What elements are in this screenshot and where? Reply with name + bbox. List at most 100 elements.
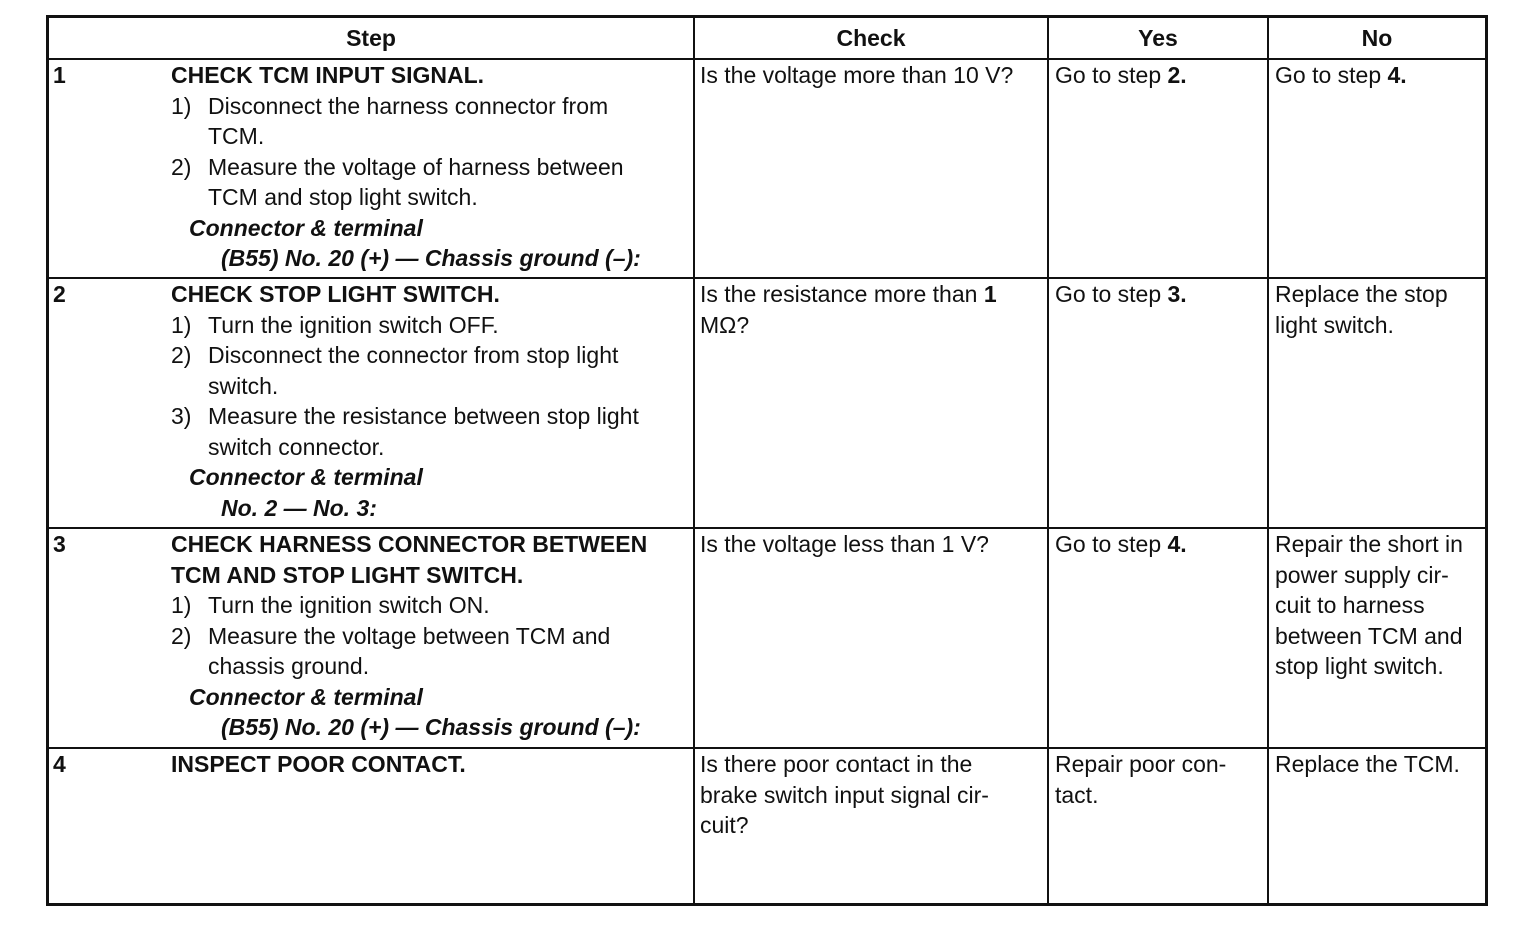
sub-step-number: 2) bbox=[171, 342, 192, 368]
no-text: Go to step bbox=[1275, 62, 1388, 88]
sub-step-line: chassis ground. bbox=[208, 653, 370, 679]
step-title: CHECK HARNESS CONNECTOR BETWEEN bbox=[171, 531, 648, 557]
step-number: 4 bbox=[53, 751, 66, 777]
sub-step: 3) Measure the resistance between stop l… bbox=[171, 401, 639, 462]
sub-step-number: 1) bbox=[171, 592, 192, 618]
header-no: No bbox=[1361, 25, 1393, 51]
step-number: 1 bbox=[53, 62, 66, 88]
check-value: 1 bbox=[983, 281, 997, 307]
yes-action: Go to step 4. bbox=[1055, 529, 1187, 560]
sub-step: 1) Turn the ignition switch OFF. bbox=[171, 310, 639, 341]
yes-text: Go to step bbox=[1055, 531, 1168, 557]
no-line: light switch. bbox=[1275, 311, 1394, 338]
sub-step-number: 1) bbox=[171, 311, 192, 338]
yes-action: Go to step 3. bbox=[1055, 279, 1187, 310]
no-line: Repair the short in bbox=[1275, 531, 1463, 557]
header-step: Step bbox=[346, 25, 396, 51]
check-line: Is there poor contact in the bbox=[700, 751, 973, 777]
sub-step-text: Measure the voltage of harness between T… bbox=[208, 152, 641, 213]
connector-label: Connector & terminal bbox=[189, 464, 423, 490]
check-text: Is the resistance more than bbox=[700, 281, 984, 307]
yes-text: Go to step bbox=[1055, 281, 1168, 307]
sub-step-number: 2) bbox=[171, 153, 192, 180]
connector-value: (B55) No. 20 (+) — Chassis ground (–): bbox=[221, 245, 641, 271]
column-divider bbox=[1267, 18, 1269, 903]
no-line: cuit to harness bbox=[1275, 592, 1425, 618]
step-title: CHECK STOP LIGHT SWITCH. bbox=[171, 281, 500, 307]
check-question: Is the resistance more than 1 MΩ? bbox=[700, 279, 997, 340]
no-action: Go to step 4. bbox=[1275, 60, 1407, 91]
header-yes: Yes bbox=[1138, 25, 1178, 51]
sub-step: 2) Disconnect the connector from stop li… bbox=[171, 340, 639, 401]
yes-action: Go to step 2. bbox=[1055, 60, 1187, 91]
row-divider bbox=[49, 277, 1485, 279]
header-divider bbox=[49, 58, 1485, 60]
no-line: Replace the TCM. bbox=[1275, 751, 1460, 777]
no-line: between TCM and bbox=[1275, 622, 1463, 649]
yes-step-ref: 2. bbox=[1167, 62, 1187, 88]
step-procedure: CHECK TCM INPUT SIGNAL. 1) Disconnect th… bbox=[171, 60, 641, 274]
column-divider bbox=[693, 18, 695, 903]
step-procedure: INSPECT POOR CONTACT. bbox=[171, 749, 466, 780]
no-action: Repair the short in power supply cir- cu… bbox=[1275, 529, 1463, 682]
no-line: Replace the stop bbox=[1275, 281, 1448, 307]
sub-step-text: Disconnect the connector from stop light… bbox=[208, 340, 639, 401]
sub-step-line: TCM. bbox=[208, 123, 265, 149]
sub-step-line: Measure the voltage between TCM and bbox=[208, 622, 611, 649]
sub-step-line: Disconnect the connector from stop light bbox=[208, 342, 619, 368]
row-divider bbox=[49, 747, 1485, 749]
sub-step-line: TCM and stop light switch. bbox=[208, 184, 478, 210]
sub-step-line: Measure the resistance between stop ligh… bbox=[208, 403, 639, 429]
check-line: cuit? bbox=[700, 812, 749, 838]
sub-step: 2) Measure the voltage of harness betwee… bbox=[171, 152, 641, 213]
check-line: brake switch input signal cir- bbox=[700, 781, 989, 808]
sub-step-line: switch connector. bbox=[208, 433, 385, 460]
check-line: MΩ? bbox=[700, 311, 750, 338]
sub-step-line: Turn the ignition switch ON. bbox=[208, 592, 490, 618]
check-line: Is the resistance more than 1 bbox=[700, 279, 997, 310]
yes-line: Repair poor con- bbox=[1055, 751, 1227, 777]
no-line: power supply cir- bbox=[1275, 561, 1449, 588]
no-action: Replace the stop light switch. bbox=[1275, 279, 1448, 340]
connector-value: No. 2 — No. 3: bbox=[221, 494, 377, 521]
check-line: Is the voltage less than 1 V? bbox=[700, 531, 989, 557]
yes-step-ref: 4. bbox=[1167, 531, 1187, 557]
sub-step-number: 2) bbox=[171, 622, 192, 649]
column-divider bbox=[1047, 18, 1049, 903]
step-title: CHECK TCM INPUT SIGNAL. bbox=[171, 62, 485, 88]
check-question: Is there poor contact in the brake switc… bbox=[700, 749, 989, 841]
step-title: TCM AND STOP LIGHT SWITCH. bbox=[171, 561, 524, 588]
step-procedure: CHECK STOP LIGHT SWITCH. 1) Turn the ign… bbox=[171, 279, 639, 523]
check-line: Is the voltage more than 10 V? bbox=[700, 62, 1014, 88]
step-procedure: CHECK HARNESS CONNECTOR BETWEEN TCM AND … bbox=[171, 529, 647, 743]
step-number: 3 bbox=[53, 531, 66, 557]
sub-step-text: Turn the ignition switch OFF. bbox=[208, 310, 639, 341]
sub-step-line: Turn the ignition switch OFF. bbox=[208, 311, 499, 338]
step-title: INSPECT POOR CONTACT. bbox=[171, 751, 466, 777]
yes-action: Repair poor con- tact. bbox=[1055, 749, 1226, 810]
no-line: stop light switch. bbox=[1275, 653, 1444, 679]
step-number: 2 bbox=[53, 281, 66, 307]
sub-step: 1) Disconnect the harness connector from… bbox=[171, 91, 641, 152]
sub-step-number: 1) bbox=[171, 92, 192, 119]
diagnostic-table: Step Check Yes No 1 CHECK TCM INPUT SIGN… bbox=[46, 15, 1488, 906]
connector-label: Connector & terminal bbox=[189, 214, 423, 241]
check-question: Is the voltage more than 10 V? bbox=[700, 60, 1013, 91]
row-divider bbox=[49, 527, 1485, 529]
sub-step-line: Measure the voltage of harness between bbox=[208, 153, 624, 180]
sub-step-number: 3) bbox=[171, 403, 192, 429]
connector-value: (B55) No. 20 (+) — Chassis ground (–): bbox=[221, 714, 641, 740]
sub-step: 1) Turn the ignition switch ON. bbox=[171, 590, 647, 621]
sub-step-text: Measure the voltage between TCM and chas… bbox=[208, 621, 647, 682]
yes-step-ref: 3. bbox=[1167, 281, 1187, 307]
sub-step-text: Turn the ignition switch ON. bbox=[208, 590, 647, 621]
yes-line: tact. bbox=[1055, 781, 1099, 808]
sub-step-line: switch. bbox=[208, 372, 279, 399]
no-step-ref: 4. bbox=[1387, 62, 1407, 88]
sub-step-text: Disconnect the harness connector from TC… bbox=[208, 91, 641, 152]
yes-text: Go to step bbox=[1055, 62, 1168, 88]
connector-label: Connector & terminal bbox=[189, 683, 423, 710]
sub-step-text: Measure the resistance between stop ligh… bbox=[208, 401, 639, 462]
check-question: Is the voltage less than 1 V? bbox=[700, 529, 989, 560]
sub-step-line: Disconnect the harness connector from bbox=[208, 92, 609, 119]
